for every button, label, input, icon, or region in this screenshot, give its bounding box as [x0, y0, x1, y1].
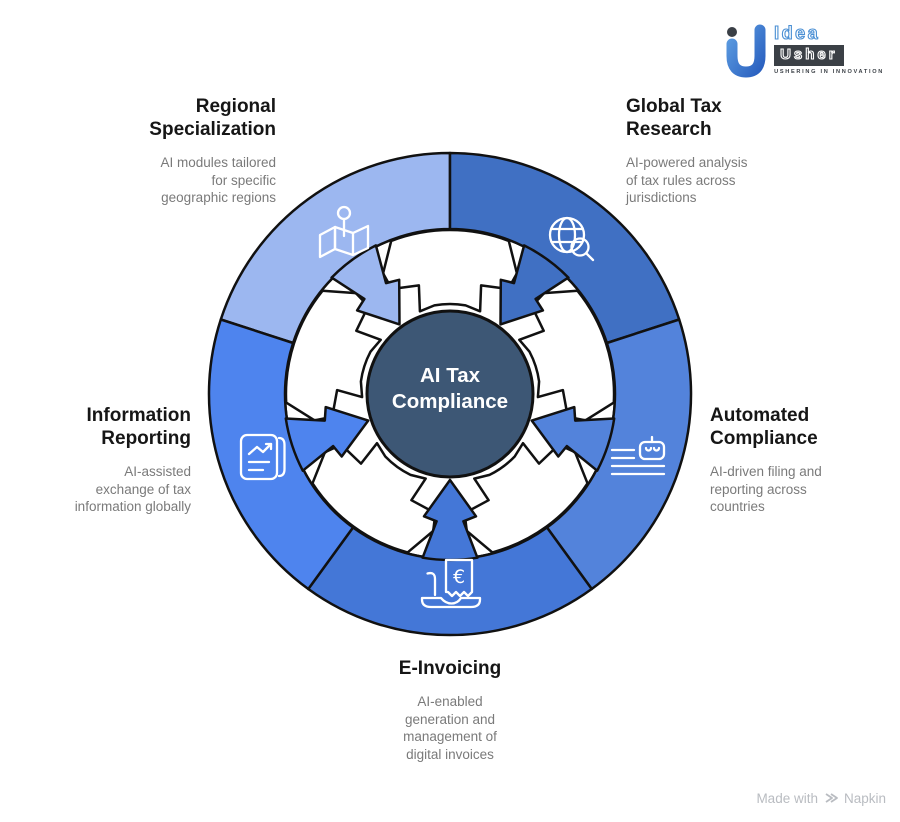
segment-description: AI-assisted exchange of tax information …: [74, 464, 191, 514]
napkin-credit: Made with Napkin: [756, 790, 886, 806]
report-document-icon: [239, 433, 286, 481]
idea-usher-u-icon: [726, 24, 766, 78]
logo-usher-text: Usher: [780, 45, 838, 63]
idea-usher-logo: Idea Usher USHERING IN INNOVATION: [723, 23, 884, 80]
made-with-text: Made with: [756, 790, 818, 806]
robot-report-icon: [610, 435, 666, 476]
segment-heading: Automated Compliance: [710, 405, 818, 449]
segment-heading: Regional Specialization: [149, 96, 276, 140]
logo-idea-text: Idea: [774, 23, 821, 43]
segment-description: AI-powered analysis of tax rules across …: [626, 155, 748, 205]
segment-text-global-tax-research: Global Tax Research AI-powered analysis …: [626, 95, 841, 207]
globe-search-icon: [548, 216, 595, 262]
logo-tagline: USHERING IN INNOVATION: [774, 69, 884, 75]
segment-text-automated-compliance: Automated Compliance AI-driven filing an…: [710, 404, 900, 516]
segment-text-e-invoicing: E-Invoicing AI-enabled generation and ma…: [320, 657, 580, 763]
segment-description: AI-enabled generation and management of …: [403, 694, 497, 762]
logo-usher-box: Usher: [774, 45, 844, 66]
center-hub-title: AI Tax Compliance: [391, 364, 509, 413]
segment-text-information-reporting: Information Reporting AI-assisted exchan…: [0, 404, 191, 516]
svg-text:€: €: [453, 566, 465, 588]
segment-heading: Global Tax Research: [626, 96, 722, 140]
segment-description: AI modules tailored for specific geograp…: [160, 155, 276, 205]
segment-description: AI-driven filing and reporting across co…: [710, 464, 822, 514]
segment-heading: Information Reporting: [86, 405, 192, 449]
napkin-brand-text: Napkin: [843, 790, 886, 806]
segment-heading: E-Invoicing: [398, 658, 502, 679]
segment-text-regional-specialization: Regional Specialization AI modules tailo…: [46, 95, 276, 207]
napkin-logo-icon: [825, 793, 838, 803]
map-pin-icon: [318, 205, 370, 259]
invoice-laptop-icon: €: [420, 558, 482, 609]
